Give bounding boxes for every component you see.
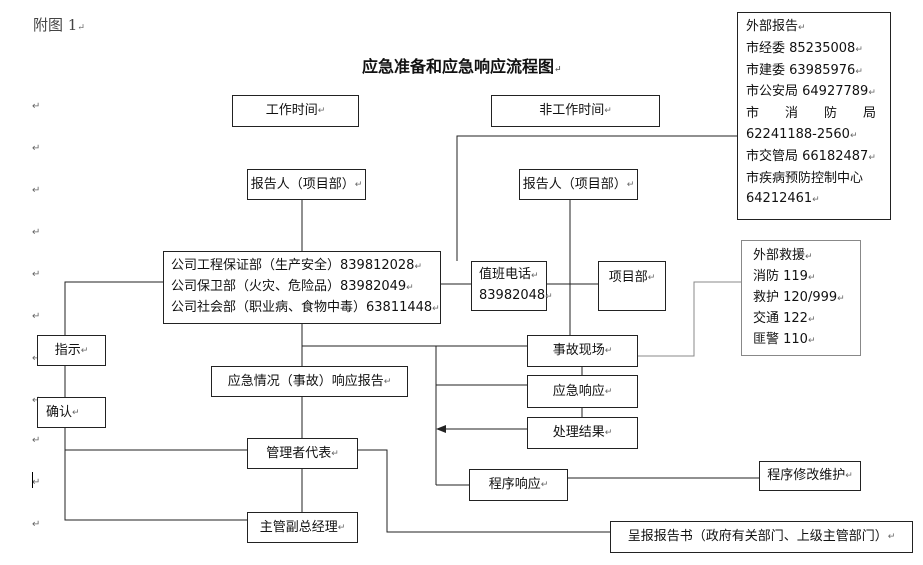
connector-external-report — [456, 135, 737, 261]
paragraph-mark: ↵ — [32, 353, 40, 364]
confirm-box[interactable]: 确认↵ — [37, 397, 106, 428]
paragraph-mark: ↵ — [32, 435, 41, 446]
accident-site-box[interactable]: 事故现场↵ — [527, 335, 638, 367]
external-report-heading: 外部报告↵ — [746, 19, 806, 34]
duty-line: 83982048↵ — [479, 288, 553, 303]
program-response-box[interactable]: 程序响应↵ — [469, 469, 568, 501]
company-line: 公司工程保证部（生产安全）839812028↵ — [171, 258, 422, 273]
company-line: 公司保卫部（火灾、危险品）83982049↵ — [171, 279, 414, 294]
external-report-box[interactable]: 外部报告↵ 市经委 85235008↵ 市建委 63985976↵ 市公安局 6… — [737, 12, 891, 220]
paragraph-mark: ↵ — [32, 143, 41, 154]
paragraph-mark: ↵ — [32, 185, 41, 196]
figure-label: 附图 1↵ — [33, 16, 85, 34]
emergency-response-box[interactable]: 应急响应↵ — [527, 375, 638, 408]
submit-report-box[interactable]: 呈报报告书（政府有关部门、上级主管部门）↵ — [610, 521, 913, 553]
paragraph-mark: ↵ — [32, 269, 41, 280]
vice-gm-box[interactable]: 主管副总经理↵ — [247, 512, 358, 543]
duty-phone-box[interactable]: 值班电话↵ 83982048↵ — [471, 261, 553, 311]
connector-manager-submit — [358, 449, 610, 533]
program-revise-box[interactable]: 程序修改维护↵ — [759, 461, 861, 491]
project-dept-box[interactable]: 项目部↵ — [598, 261, 666, 311]
external-rescue-heading: 外部救援↵ — [753, 247, 813, 263]
reporter-right-box[interactable]: 报告人（项目部）↵ — [519, 169, 638, 200]
external-rescue-box[interactable]: 外部救援↵ 消防 119↵ 救护 120/999↵ 交通 122↵ 匪警 110… — [741, 240, 861, 356]
paragraph-mark: ↵ — [32, 395, 40, 406]
connector-site-rescue — [638, 281, 741, 357]
paragraph-mark: ↵ — [32, 519, 41, 530]
paragraph-mark: ↵ — [32, 101, 41, 112]
text-cursor — [32, 472, 33, 488]
reporter-left-box[interactable]: 报告人（项目部）↵ — [247, 169, 366, 200]
paragraph-mark: ↵ — [32, 227, 41, 238]
duty-line: 值班电话↵ — [479, 267, 539, 282]
emergency-report-box[interactable]: 应急情况（事故）响应报告↵ — [211, 366, 408, 397]
paragraph-mark: ↵ — [32, 311, 41, 322]
work-time-box[interactable]: 工作时间↵ — [232, 95, 359, 127]
company-departments-box[interactable]: 公司工程保证部（生产安全）839812028↵ 公司保卫部（火灾、危险品）839… — [163, 251, 441, 324]
fire-bureau-line: 市消防局 — [746, 106, 876, 122]
result-box[interactable]: 处理结果↵ — [527, 417, 638, 449]
diagram-title: 应急准备和应急响应流程图↵ — [362, 57, 562, 76]
instruct-box[interactable]: 指示↵ — [37, 335, 106, 366]
company-line: 公司社会部（职业病、食物中毒）63811448↵ — [171, 300, 440, 315]
paragraph-mark: ↵ — [32, 477, 41, 488]
off-time-box[interactable]: 非工作时间↵ — [491, 95, 660, 127]
manager-representative-box[interactable]: 管理者代表↵ — [247, 438, 358, 469]
arrow-head — [436, 425, 446, 433]
